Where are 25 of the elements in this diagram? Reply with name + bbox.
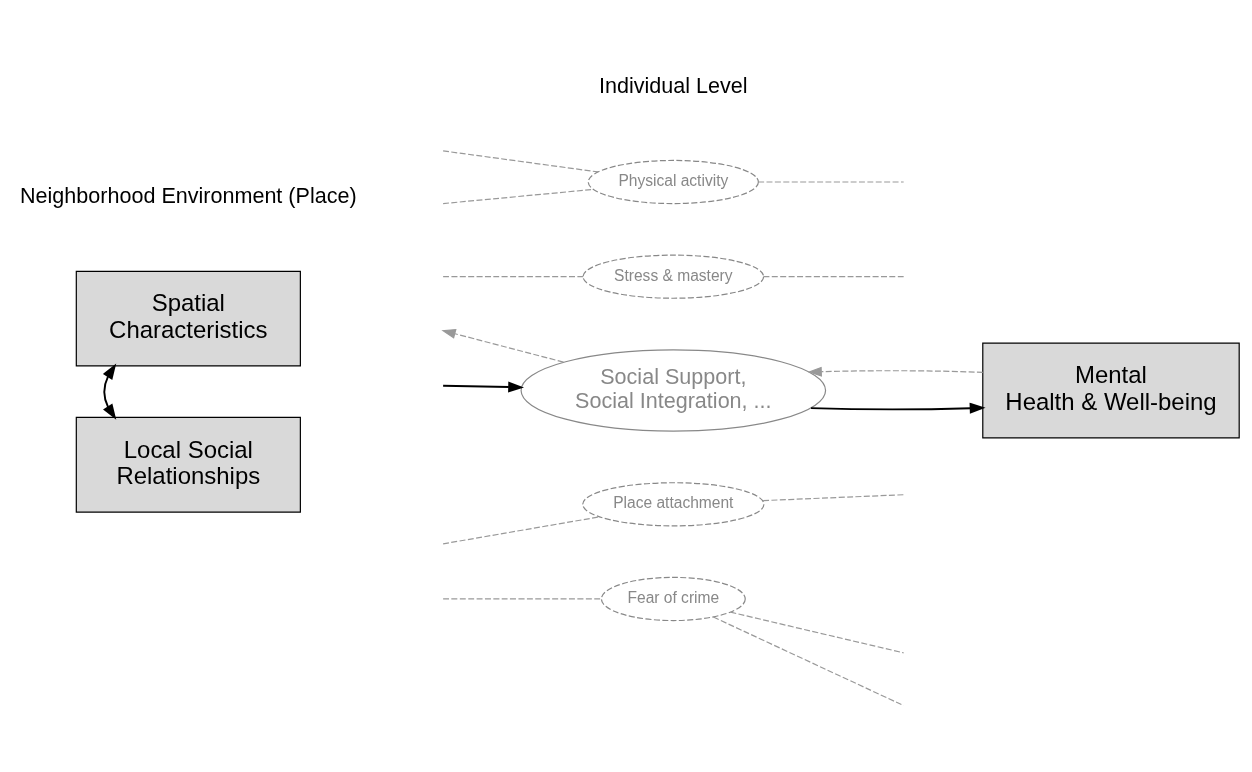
connector — [730, 611, 905, 654]
connector — [442, 598, 602, 600]
label: Neighborhood Environment (Place) — [20, 182, 357, 208]
node-ellipse: Place attachment — [582, 482, 765, 527]
node-box: Local Social Relationships — [75, 416, 301, 513]
arrow — [102, 363, 117, 420]
node-box: Spatial Characteristics — [75, 270, 301, 367]
arrow — [442, 381, 525, 393]
connector — [712, 616, 905, 707]
node-ellipse: Stress & mastery — [582, 254, 765, 299]
connector — [442, 516, 600, 545]
connector — [762, 494, 905, 502]
connector — [442, 150, 599, 173]
node-ellipse: Fear of crime — [600, 576, 746, 622]
node-ellipse: Social Support, Social Integration, ... — [520, 349, 827, 432]
connector — [757, 181, 905, 183]
arrow — [810, 402, 986, 414]
connector — [442, 188, 594, 205]
arrow — [807, 366, 984, 377]
arrow — [441, 328, 565, 363]
node-ellipse: Physical activity — [587, 159, 759, 205]
connector — [762, 276, 905, 278]
connector — [442, 276, 584, 278]
label: Individual Level — [599, 72, 748, 98]
node-box: Mental Health & Well-being — [982, 342, 1240, 439]
